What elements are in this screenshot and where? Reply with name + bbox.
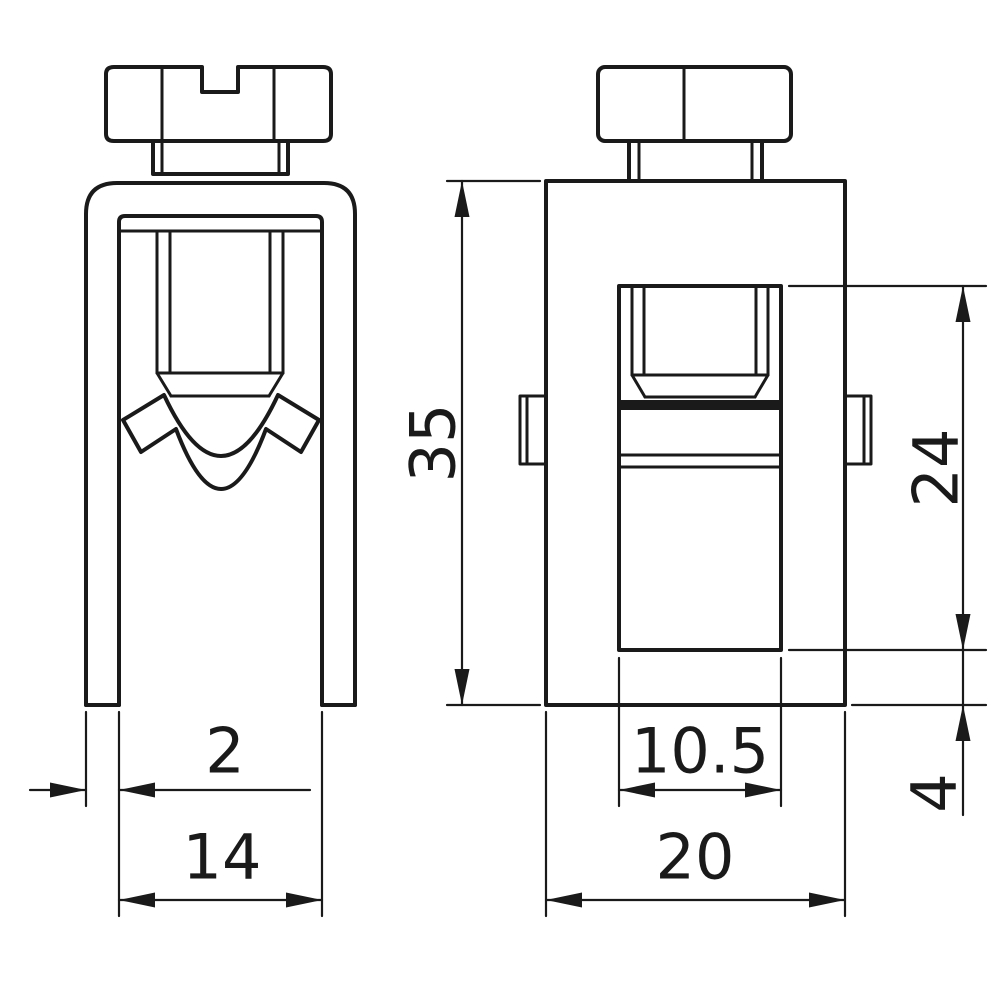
dim-label-10-5: 10.5	[631, 715, 769, 788]
strap-outer-profile	[84, 181, 357, 707]
strap-inner-profile	[117, 214, 324, 707]
side-view	[518, 65, 873, 707]
arrowhead-left	[119, 782, 155, 798]
front-view	[84, 65, 357, 707]
stud-chamfer-line	[155, 371, 173, 398]
washer-side	[627, 139, 764, 183]
dimension-opening-width-side: 10.5	[617, 656, 783, 808]
washer-front	[151, 139, 290, 176]
dimension-body-width: 20	[544, 710, 847, 918]
clamp-wing	[121, 393, 321, 491]
arrowhead-right	[286, 892, 322, 908]
stud-chamfer-line	[267, 371, 285, 398]
dim-label-4: 4	[898, 773, 971, 812]
dimensions: 35 24 4 2	[28, 179, 988, 918]
clamp-band	[619, 400, 781, 410]
side-tab-right	[843, 394, 873, 466]
arrowhead-right	[809, 892, 845, 908]
arrowhead-up	[955, 705, 971, 741]
dim-label-14: 14	[183, 821, 262, 894]
arrowhead-left	[546, 892, 582, 908]
side-tab-left	[518, 394, 548, 466]
arrowhead-right	[50, 782, 86, 798]
arrowhead-down	[955, 614, 971, 650]
dimension-opening-height: 24	[787, 284, 988, 652]
dimension-base-height: 4	[850, 648, 988, 817]
stud-chamfer-line	[753, 373, 770, 399]
dim-label-2: 2	[205, 715, 244, 788]
arrowhead-up	[454, 181, 470, 217]
screw-head-side	[596, 65, 793, 143]
arrowhead-left	[619, 782, 655, 798]
arrowhead-right	[745, 782, 781, 798]
screw-head-front	[104, 65, 333, 143]
dimension-strap-thickness: 2	[28, 710, 312, 808]
dimension-opening-width-front: 14	[117, 710, 324, 918]
dimension-overall-height: 35	[397, 179, 542, 707]
stud-chamfer-line	[630, 373, 647, 399]
dim-label-24: 24	[900, 429, 973, 508]
arrowhead-down	[454, 669, 470, 705]
dim-label-20: 20	[656, 821, 735, 894]
arrowhead-up	[955, 286, 971, 322]
clamp-body	[544, 179, 847, 707]
arrowhead-left	[119, 892, 155, 908]
dim-label-35: 35	[397, 404, 470, 483]
